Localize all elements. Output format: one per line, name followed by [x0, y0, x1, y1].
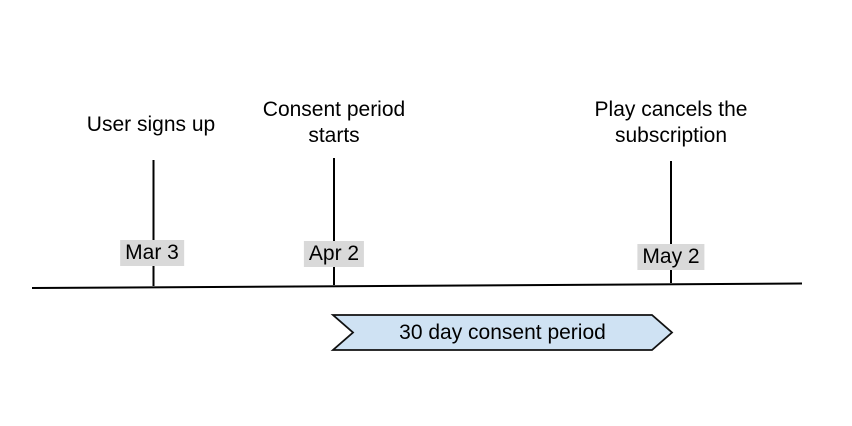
date-label-mar-3: Mar 3 [120, 240, 184, 266]
date-label-apr-2: Apr 2 [303, 241, 365, 267]
event-caption-consent-period-starts: Consent period starts [262, 98, 406, 147]
date-label-may-2: May 2 [637, 244, 705, 270]
event-caption-user-signs-up: User signs up [86, 113, 216, 136]
timeline-axis-line [31, 282, 803, 289]
event-caption-play-cancels-subscription: Play cancels the subscription [594, 98, 748, 147]
consent-period-banner-shape [330, 314, 674, 351]
